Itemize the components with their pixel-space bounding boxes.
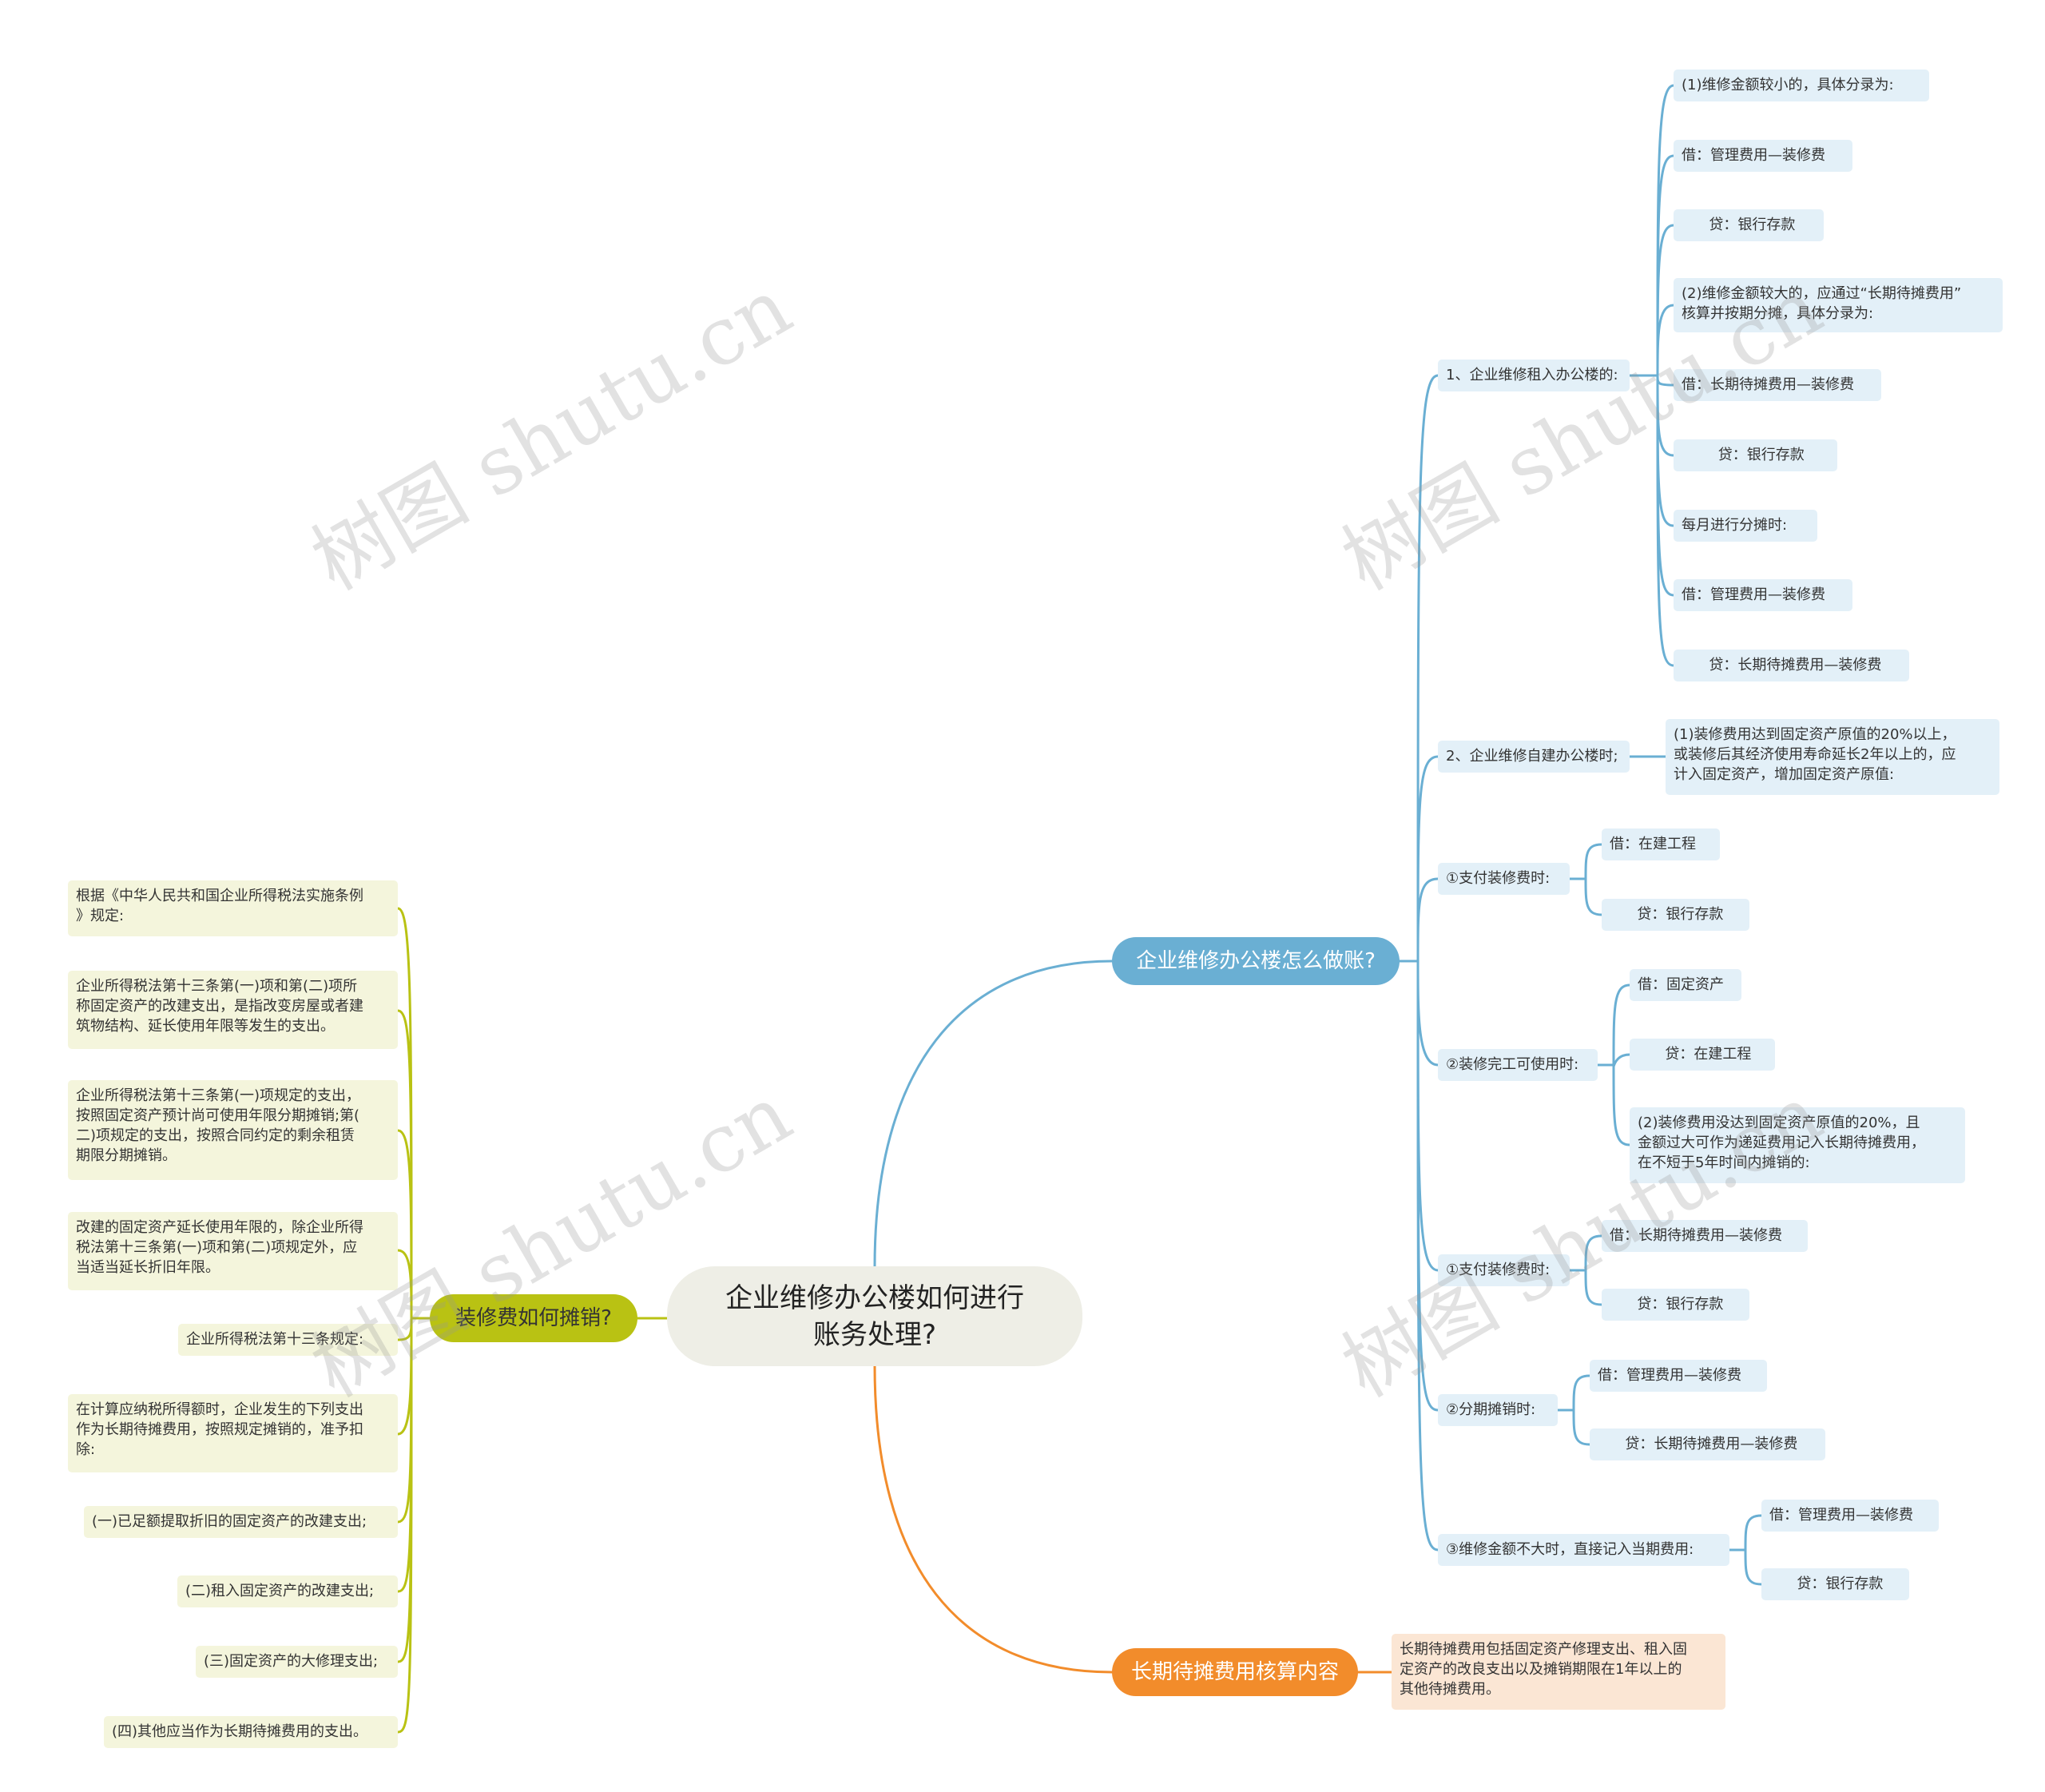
node-rent[interactable]: 1、企业维修租入办公楼的: <box>1438 360 1630 391</box>
node-longterm-note[interactable]: 长期待摊费用包括固定资产修理支出、租入固 定资产的改良支出以及摊销期限在1年以上… <box>1392 1634 1725 1710</box>
node-rent-item-6[interactable]: 贷：银行存款 <box>1674 439 1837 471</box>
node-self[interactable]: 2、企业维修自建办公楼时; <box>1438 741 1630 773</box>
node-rent-item-8[interactable]: 借：管理费用—装修费 <box>1674 579 1852 611</box>
node-done-item-2[interactable]: 贷：在建工程 <box>1630 1039 1775 1071</box>
node-rent-item-9[interactable]: 贷：长期待摊费用—装修费 <box>1674 650 1909 681</box>
node-pay1-item-1[interactable]: 借：在建工程 <box>1602 828 1720 860</box>
node-pay2-item-2[interactable]: 贷：银行存款 <box>1602 1289 1749 1321</box>
node-pay1[interactable]: ①支付装修费时: <box>1438 863 1570 895</box>
node-left-4[interactable]: 改建的固定资产延长使用年限的，除企业所得 税法第十三条第(一)项和第(二)项规定… <box>68 1212 398 1290</box>
node-split[interactable]: ②分期摊销时: <box>1438 1394 1558 1426</box>
root-topic[interactable]: 企业维修办公楼如何进行 账务处理? <box>667 1266 1082 1366</box>
node-small[interactable]: ③维修金额不大时，直接记入当期费用: <box>1438 1534 1729 1566</box>
node-done-item-3[interactable]: (2)装修费用没达到固定资产原值的20%，且 金额过大可作为递延费用记入长期待摊… <box>1630 1107 1965 1183</box>
node-self-item[interactable]: (1)装修费用达到固定资产原值的20%以上， 或装修后其经济使用寿命延长2年以上… <box>1666 719 1999 795</box>
node-rent-item-7[interactable]: 每月进行分摊时: <box>1674 510 1817 542</box>
node-split-item-2[interactable]: 贷：长期待摊费用—装修费 <box>1590 1428 1825 1460</box>
node-rent-item-3[interactable]: 贷：银行存款 <box>1674 209 1824 241</box>
node-left-6[interactable]: 在计算应纳税所得额时，企业发生的下列支出 作为长期待摊费用，按照规定摊销的，准予… <box>68 1394 398 1472</box>
branch-accounting[interactable]: 企业维修办公楼怎么做账? <box>1112 937 1400 985</box>
node-done[interactable]: ②装修完工可使用时: <box>1438 1049 1598 1081</box>
node-left-5[interactable]: 企业所得税法第十三条规定: <box>178 1324 398 1356</box>
node-small-item-1[interactable]: 借：管理费用—装修费 <box>1761 1500 1939 1532</box>
node-left-10[interactable]: (四)其他应当作为长期待摊费用的支出。 <box>104 1716 398 1748</box>
branch-longterm[interactable]: 长期待摊费用核算内容 <box>1112 1648 1358 1696</box>
root-title: 企业维修办公楼如何进行 账务处理? <box>725 1281 1024 1351</box>
node-rent-item-1[interactable]: (1)维修金额较小的，具体分录为: <box>1674 70 1929 101</box>
node-done-item-1[interactable]: 借：固定资产 <box>1630 969 1741 1001</box>
branch-amortize[interactable]: 装修费如何摊销? <box>430 1294 637 1342</box>
node-left-9[interactable]: (三)固定资产的大修理支出; <box>196 1646 398 1678</box>
node-left-1[interactable]: 根据《中华人民共和国企业所得税法实施条例 》规定: <box>68 880 398 936</box>
node-left-8[interactable]: (二)租入固定资产的改建支出; <box>177 1575 398 1607</box>
node-small-item-2[interactable]: 贷：银行存款 <box>1761 1568 1909 1600</box>
node-pay2-item-1[interactable]: 借：长期待摊费用—装修费 <box>1602 1220 1808 1252</box>
node-left-2[interactable]: 企业所得税法第十三条第(一)项和第(二)项所 称固定资产的改建支出，是指改变房屋… <box>68 971 398 1049</box>
node-rent-item-2[interactable]: 借：管理费用—装修费 <box>1674 140 1852 172</box>
node-split-item-1[interactable]: 借：管理费用—装修费 <box>1590 1360 1767 1392</box>
node-pay1-item-2[interactable]: 贷：银行存款 <box>1602 899 1749 931</box>
node-left-7[interactable]: (一)已足额提取折旧的固定资产的改建支出; <box>84 1506 398 1538</box>
node-pay2[interactable]: ①支付装修费时: <box>1438 1254 1570 1286</box>
node-rent-item-4[interactable]: (2)维修金额较大的，应通过“长期待摊费用” 核算并按期分摊，具体分录为: <box>1674 278 2003 332</box>
node-rent-item-5[interactable]: 借：长期待摊费用—装修费 <box>1674 369 1881 401</box>
node-left-3[interactable]: 企业所得税法第十三条第(一)项规定的支出， 按照固定资产预计尚可使用年限分期摊销… <box>68 1080 398 1180</box>
